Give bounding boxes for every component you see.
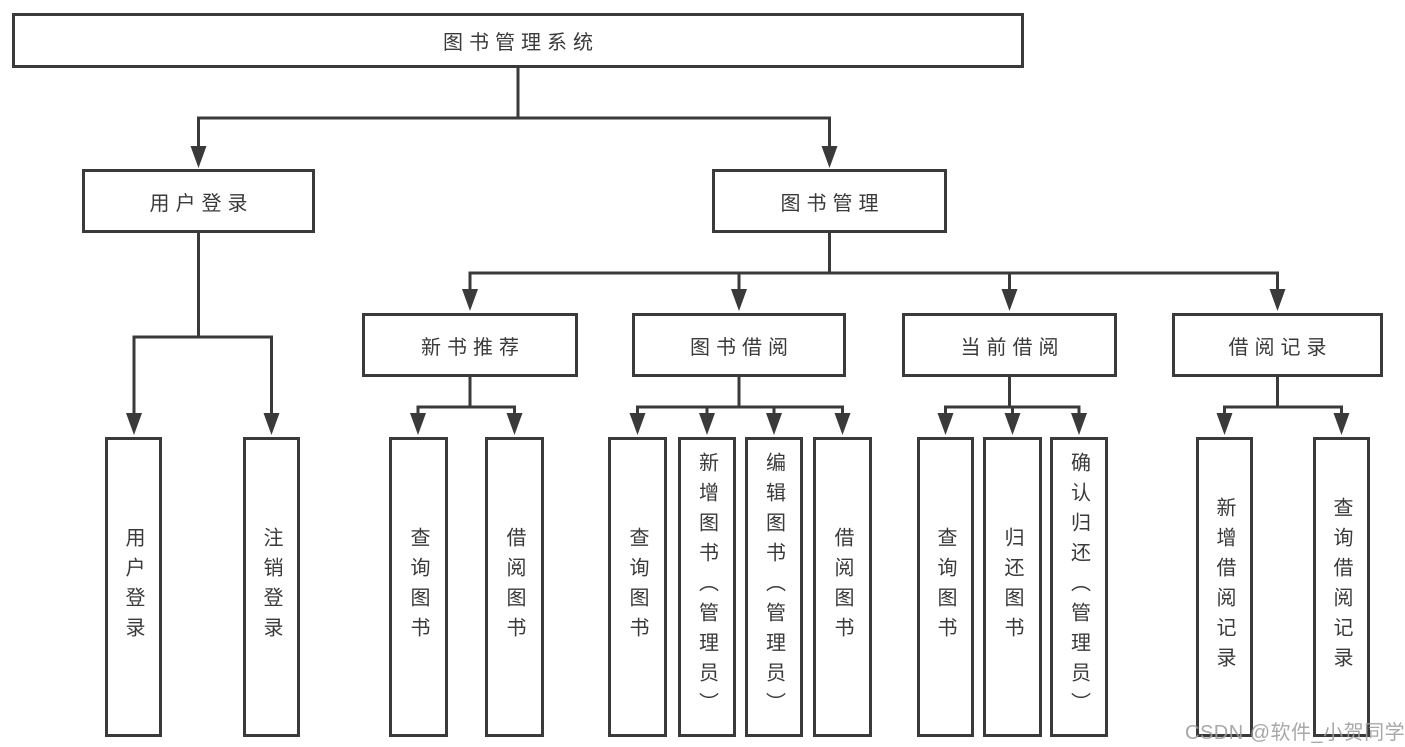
node-current-borrowing: 当前借阅 [902, 313, 1117, 377]
node-query-books-borrowing: 查询图书 [608, 437, 667, 737]
node-book-borrowing: 图书借阅 [632, 313, 846, 377]
node-user-login-leaf: 用户登录 [105, 437, 162, 737]
arrowheads [126, 146, 1350, 435]
node-book-management: 图书管理 [712, 169, 947, 233]
node-edit-books-admin: 编辑图书（管理员） [745, 437, 803, 737]
node-query-books-recommend: 查询图书 [389, 437, 448, 737]
node-add-books-admin: 新增图书（管理员） [678, 437, 736, 737]
node-logout-leaf: 注销登录 [243, 437, 300, 737]
node-borrow-books-recommend: 借阅图书 [485, 437, 544, 737]
node-borrowing-records: 借阅记录 [1172, 313, 1383, 377]
node-new-book-recommend: 新书推荐 [362, 313, 578, 377]
node-query-borrow-record: 查询借阅记录 [1313, 437, 1370, 737]
node-return-books: 归还图书 [983, 437, 1042, 737]
node-add-borrow-record: 新增借阅记录 [1196, 437, 1253, 737]
node-borrow-books-borrowing: 借阅图书 [813, 437, 872, 737]
node-query-books-current: 查询图书 [917, 437, 974, 737]
connector-lines [132, 68, 1343, 414]
node-library-system: 图书管理系统 [12, 13, 1024, 68]
csdn-watermark: CSDN @软件_小贺同学 [1185, 722, 1405, 744]
node-user-login-branch: 用户登录 [82, 169, 315, 233]
node-confirm-return-admin: 确认归还（管理员） [1050, 437, 1108, 737]
